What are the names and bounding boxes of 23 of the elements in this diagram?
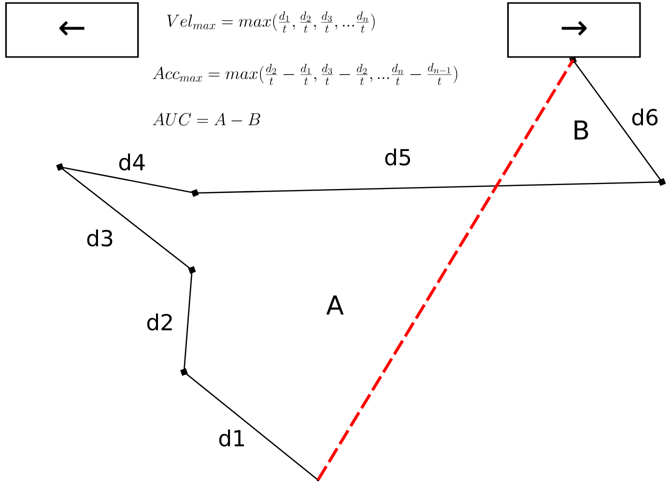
formula: $Acc_{max} = max(\frac{d_2}{t} - \frac{d_1}{t}, \frac{d_3}{t} - \frac{d_2}{t}, ...\frac{d_n}{t} - \frac{d_{n-1}}{t})$ [152,63,458,86]
edge-label: d5 [385,148,410,166]
vertex-marker [188,266,196,274]
area-label: B [574,120,588,140]
vertex-marker [658,178,666,186]
edge-label: d1 [219,429,244,446]
path-segment [572,60,663,182]
edge-label: d6 [632,108,658,126]
path-segment [184,371,318,480]
edge-label: d4 [119,153,145,170]
vertex-marker [180,368,188,376]
path-vertex [316,478,320,482]
formula: $AUC = A - B$ [152,112,260,126]
vertex-marker [56,163,64,171]
area-label: A [326,296,344,314]
path-segment [194,181,662,194]
formula: $Vel_{max} = max(\frac{d_1}{t}, \frac{d_2}{t}, \frac{d_3}{t}, ...\frac{d_n}{t})$ [167,11,375,33]
vertex-marker [569,56,577,64]
edge-label: d3 [87,229,112,246]
edge-label: d2 [147,313,172,330]
path-segment [60,166,192,270]
dashed-line [316,59,574,481]
vertex-marker [191,189,199,197]
